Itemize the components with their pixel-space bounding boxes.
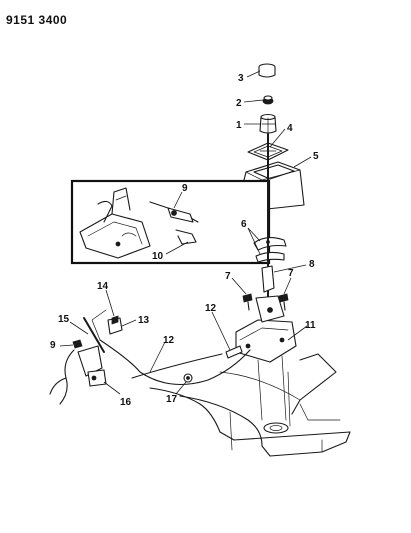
callout-labels: 3 2 1 4 5 6 8 7 7 11 12 12 13 14 15 9 16…: [50, 73, 319, 408]
callout-16: 16: [120, 397, 132, 408]
callout-8: 8: [309, 259, 315, 270]
callout-13: 13: [138, 315, 150, 326]
inset-detail: 9 10: [70, 179, 271, 265]
callout-7-right: 7: [288, 268, 294, 279]
callout-3: 3: [238, 73, 244, 84]
bolt-right: [278, 293, 289, 311]
callout-1: 1: [236, 120, 242, 131]
callout-11: 11: [305, 320, 316, 331]
callout-9-main: 9: [50, 340, 56, 351]
callout-4: 4: [287, 123, 293, 134]
part-2-retainer: [262, 95, 274, 105]
callout-14: 14: [97, 281, 109, 292]
bolt-left: [242, 293, 253, 311]
floor-pan: [131, 353, 351, 457]
callout-leaders: [59, 70, 312, 395]
callout-12-cable: 12: [163, 335, 175, 346]
callout-7-left: 7: [225, 271, 231, 282]
part-8-shift-lever: [261, 117, 275, 301]
part-11-shifter-bracket: [235, 295, 297, 363]
drawing-code: 9151 3400: [6, 13, 67, 27]
callout-2: 2: [236, 98, 242, 109]
part-17-clip: [183, 373, 193, 383]
transmission-lever-assembly: [49, 339, 107, 405]
callout-6: 6: [241, 219, 247, 230]
part-7-bolts: [242, 293, 289, 311]
shift-knob-assembly: [258, 63, 277, 134]
callout-5: 5: [313, 151, 319, 162]
shift-cable-assembly: [83, 309, 251, 385]
callout-10: 10: [152, 251, 164, 262]
callout-12-bracket: 12: [205, 303, 217, 314]
part-3-knob-cap: [258, 63, 276, 78]
callout-17: 17: [166, 394, 178, 405]
part-9-nut: [72, 339, 83, 349]
inset-cable-end: [167, 207, 194, 223]
callout-15: 15: [58, 314, 70, 325]
callout-9-inset: 9: [182, 183, 188, 194]
